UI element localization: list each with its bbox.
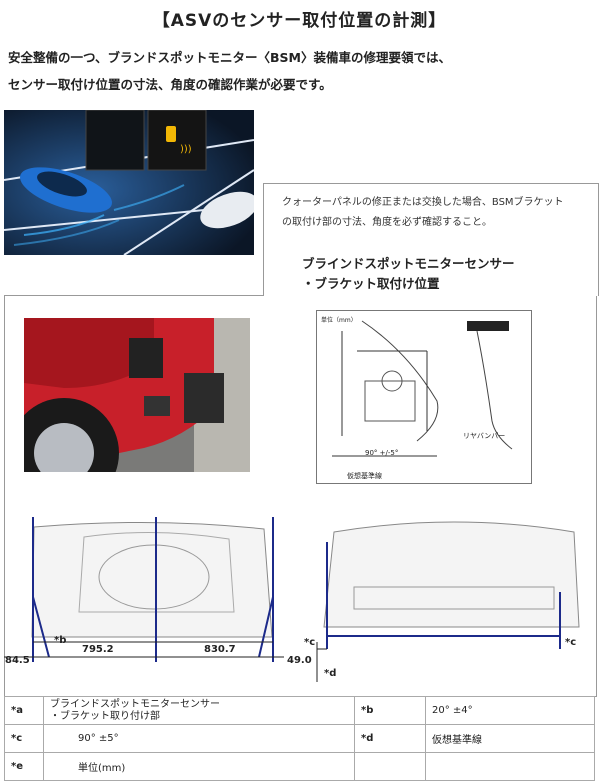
- frame-divider: [4, 295, 263, 296]
- legend-row: *a ブラインドスポットモニターセンサー ・ブラケット取り付け部 *b 20° …: [4, 696, 595, 725]
- marker-d: *d: [324, 668, 337, 679]
- intro-line-2: センサー取付け位置の寸法、角度の確認作業が必要です。: [8, 77, 332, 92]
- legend-key: *d: [354, 724, 426, 753]
- legend-table: *a ブラインドスポットモニターセンサー ・ブラケット取り付け部 *b 20° …: [4, 696, 595, 781]
- legend-key: *e: [4, 752, 44, 781]
- bracket-dimension-diagram: 90° +/-5° リヤバンパー 仮想基準線 単位（mm）: [316, 310, 532, 484]
- note-line-2: の取付け部の寸法、角度を必ず確認すること。: [282, 217, 492, 228]
- legend-value: 20° ±4°: [425, 696, 595, 725]
- diagram-angle-label: 90° +/-5°: [365, 449, 399, 457]
- legend-key: *b: [354, 696, 426, 725]
- dimension-a: 84.5: [5, 655, 30, 666]
- diagram-base-label: 仮想基準線: [347, 472, 382, 480]
- svg-text:))): ))): [180, 144, 192, 155]
- intro-line-1: 安全整備の一つ、ブランドスポットモニター〈BSM〉装備車の修理要領では、: [8, 50, 451, 65]
- legend-value: ブラインドスポットモニターセンサー ・ブラケット取り付け部: [43, 696, 355, 725]
- legend-value: 仮想基準線: [425, 724, 595, 753]
- legend-value: [425, 752, 595, 781]
- section-heading-2: ・ブラケット取付け位置: [302, 276, 440, 291]
- bracket-location-photo: [24, 318, 250, 472]
- legend-row: *c 90° ±5° *d 仮想基準線: [4, 724, 595, 753]
- page-title: 【ASVのセンサー取付位置の計測】: [152, 11, 447, 31]
- marker-c-right: *c: [565, 637, 577, 648]
- marker-b: *b: [54, 635, 67, 646]
- legend-value: 単位(mm): [43, 752, 355, 781]
- legend-key: [354, 752, 426, 781]
- legend-key: *a: [4, 696, 44, 725]
- legend-value: 90° ±5°: [43, 724, 355, 753]
- legend-row: *e 単位(mm): [4, 752, 595, 781]
- dimension-c: 830.7: [204, 644, 236, 655]
- diagram-side-label: リヤバンパー: [463, 432, 506, 440]
- measurement-drawings: 84.5 795.2 830.7 49.0 *b *c *c *d: [4, 517, 595, 696]
- diagram-unit-label: 単位（mm）: [321, 317, 357, 324]
- dimension-d: 49.0: [287, 655, 312, 666]
- marker-c-left: *c: [304, 637, 316, 648]
- legend-key: *c: [4, 724, 44, 753]
- section-heading-1: ブラインドスポットモニターセンサー: [302, 256, 515, 271]
- bsm-car-illustration: ))): [4, 110, 254, 255]
- note-panel: クォーターパネルの修正または交換した場合、BSMブラケット の取付け部の寸法、角…: [263, 183, 599, 296]
- note-line-1: クォーターパネルの修正または交換した場合、BSMブラケット: [282, 197, 564, 208]
- dimension-b: 795.2: [82, 644, 114, 655]
